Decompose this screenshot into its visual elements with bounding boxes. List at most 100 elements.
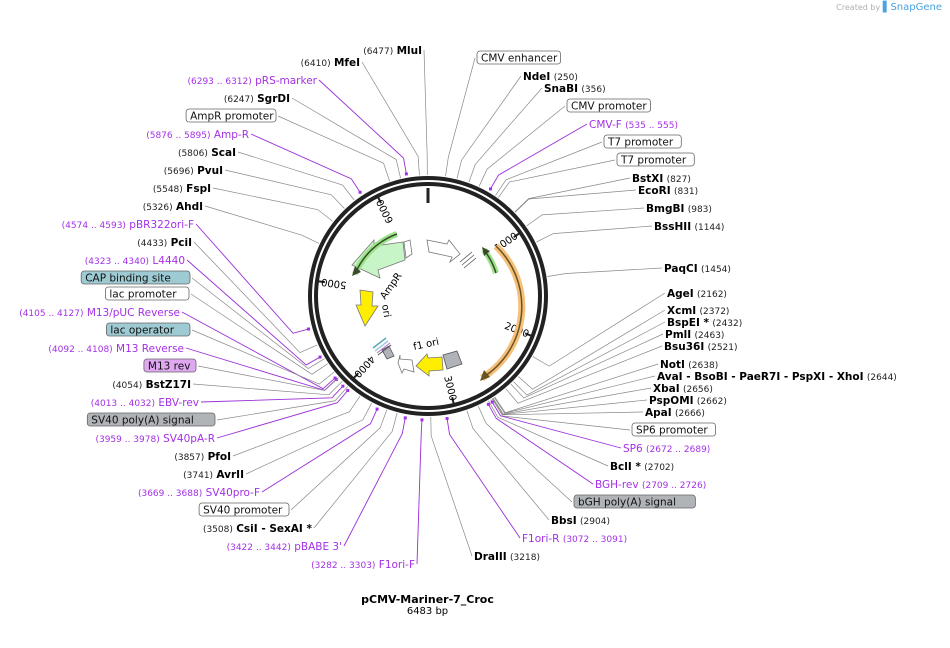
bcli-leader [488, 400, 609, 467]
label-agei[interactable]: AgeI (2162) [667, 288, 727, 300]
bgh-polya-box [442, 350, 463, 370]
t7-promoter-1-text: T7 promoter [607, 137, 674, 149]
cmv-enhancer-text: CMV enhancer [481, 53, 558, 65]
label-sp6[interactable]: SP6 (2672 .. 2689) [623, 443, 710, 455]
label-m13-rev[interactable]: M13 rev [143, 358, 197, 373]
label-bbsi[interactable]: BbsI (2904) [551, 515, 610, 527]
label-noti[interactable]: NotI (2638) [660, 359, 718, 371]
label-draiii[interactable]: DraIII (3218) [474, 551, 540, 563]
label-paqci[interactable]: PaqCI (1454) [664, 263, 731, 275]
ndei-leader [456, 75, 522, 179]
label-scai[interactable]: (5806) ScaI [178, 147, 236, 159]
label-bspei[interactable]: BspEI * (2432) [667, 317, 742, 329]
label-lac-promoter[interactable]: lac promoter [105, 286, 190, 301]
label-sgrdi[interactable]: (6247) SgrDI [224, 93, 290, 105]
snabi-name: SnaBI [544, 83, 578, 95]
label-fspi[interactable]: (5548) FspI [153, 183, 211, 195]
label-pspomi[interactable]: PspOMI (2662) [649, 395, 727, 407]
label-cap-binding-site[interactable]: CAP binding site [80, 270, 191, 285]
label-ampr-promoter[interactable]: AmpR promoter [185, 108, 277, 123]
ecori-position: (831) [674, 187, 698, 197]
t7-promoter-2-leader [498, 159, 616, 198]
label-bcli[interactable]: BclI * (2702) [610, 461, 674, 473]
label-avrii[interactable]: (3741) AvrII [183, 469, 244, 481]
cmv-f-position: (535 .. 555) [625, 121, 678, 131]
label-bsshii[interactable]: BssHII (1144) [654, 221, 724, 233]
paqci-name: PaqCI [664, 263, 698, 275]
svg-text:(5696) PvuI: (5696) PvuI [164, 165, 223, 177]
label-cmv-promoter[interactable]: CMV promoter [566, 98, 651, 113]
bgh-rev-name: BGH-rev [595, 479, 639, 491]
label-xcmi[interactable]: XcmI (2372) [667, 305, 729, 317]
sv40pro-f-name: SV40pro-F [206, 487, 260, 499]
label-mlui[interactable]: (6477) MluI [363, 45, 422, 57]
plasmid-backbone [308, 176, 548, 416]
label-csii-sexai[interactable]: (3508) CsiI - SexAI * [203, 523, 313, 535]
label-pvui[interactable]: (5696) PvuI [164, 165, 223, 177]
sv40pa-r-leader [216, 390, 349, 439]
label-bgh-rev[interactable]: BGH-rev (2709 .. 2726) [595, 479, 706, 491]
label-snabi[interactable]: SnaBI (356) [544, 83, 606, 95]
label-bstxi[interactable]: BstXI (827) [632, 173, 691, 185]
label-sv40pa-r[interactable]: (3959 .. 3978) SV40pA-R [95, 433, 215, 445]
bgh-rev-leader [487, 404, 594, 485]
label-l4440[interactable]: (4323 .. 4340) L4440 [85, 255, 185, 267]
label-m13-puc-reverse[interactable]: (4105 .. 4127) M13/pUC Reverse [19, 307, 180, 319]
sp6-leader [491, 401, 622, 449]
pmli-leader [510, 333, 664, 399]
label-f1ori-r[interactable]: F1ori-R (3072 .. 3091) [522, 533, 627, 545]
scai-position: (5806) [178, 149, 208, 159]
label-ahdi[interactable]: (5326) AhdI [143, 201, 203, 213]
sv40pro-f-position: (3669 .. 3688) [138, 489, 202, 499]
label-pbr322ori-f[interactable]: (4574 .. 4593) pBR322ori-F [62, 219, 194, 231]
label-bgh-polya[interactable]: bGH poly(A) signal [573, 494, 696, 509]
t7-promoter-2-box [616, 152, 695, 167]
f1-ori-arrow[interactable] [415, 353, 444, 377]
label-cmv-enhancer[interactable]: CMV enhancer [476, 50, 561, 65]
label-pmli[interactable]: PmlI (2463) [665, 329, 724, 341]
label-ebv-rev[interactable]: (4013 .. 4032) EBV-rev [91, 397, 199, 409]
label-bstz17i[interactable]: (4054) BstZ17I [112, 379, 191, 391]
label-pcii[interactable]: (4433) PciI [137, 237, 192, 249]
label-f1ori-f[interactable]: (3282 .. 3303) F1ori-F [311, 559, 415, 571]
mfei-position: (6410) [301, 59, 331, 69]
snapgene-logo-icon: ▌ [882, 2, 891, 13]
label-t7-promoter-2[interactable]: T7 promoter [616, 152, 695, 167]
label-sv40-promoter[interactable]: SV40 promoter [198, 502, 290, 517]
label-sv40-polya[interactable]: SV40 poly(A) signal [86, 412, 216, 427]
label-ecori[interactable]: EcoRI (831) [638, 185, 698, 197]
svg-text:(5806) ScaI: (5806) ScaI [178, 147, 236, 159]
feature-arrows: AmpR ori f1 ori [351, 231, 526, 381]
label-t7-promoter-1[interactable]: T7 promoter [603, 134, 682, 149]
pbabe-3-name: pBABE 3' [294, 541, 342, 553]
label-bsu36i[interactable]: Bsu36I (2521) [664, 341, 738, 353]
label-avai-group[interactable]: AvaI - BsoBI - PaeR7I - PspXI - XhoI (26… [657, 371, 897, 383]
label-xbai[interactable]: XbaI (2656) [653, 383, 713, 395]
label-cmv-f[interactable]: CMV-F (535 .. 555) [589, 119, 678, 131]
label-amp-r[interactable]: (5876 .. 5895) Amp-R [146, 129, 249, 141]
ori-arrow[interactable] [355, 289, 379, 327]
xcmi-position: (2372) [700, 307, 730, 317]
label-bmgbi[interactable]: BmgBI (983) [646, 203, 712, 215]
svg-text:(3959 .. 3978) SV40pA-R: (3959 .. 3978) SV40pA-R [95, 433, 215, 445]
label-lac-operator[interactable]: lac operator [106, 322, 191, 337]
cmv-arrow[interactable] [426, 239, 461, 264]
label-pbabe-3[interactable]: (3422 .. 3442) pBABE 3' [227, 541, 342, 553]
label-mfei[interactable]: (6410) MfeI [301, 57, 360, 69]
label-ndei[interactable]: NdeI (250) [523, 71, 578, 83]
avai-group-name: AvaI - BsoBI - PaeR7I - PspXI - XhoI [657, 371, 864, 383]
label-m13-reverse[interactable]: (4092 .. 4108) M13 Reverse [48, 343, 184, 355]
label-sp6-promoter[interactable]: SP6 promoter [631, 422, 716, 437]
bspei-name: BspEI * [667, 317, 710, 329]
label-prs-marker[interactable]: (6293 .. 6312) pRS-marker [187, 75, 317, 87]
svg-text:(4092 .. 4108) M13 Reverse: (4092 .. 4108) M13 Reverse [48, 343, 184, 355]
label-pfoi[interactable]: (3857) PfoI [174, 451, 231, 463]
bspei-leader [513, 321, 666, 396]
svg-text:BmgBI (983): BmgBI (983) [646, 203, 712, 215]
svg-text:(4013 .. 4032) EBV-rev: (4013 .. 4032) EBV-rev [91, 397, 199, 409]
transposase-orf-arc[interactable] [480, 243, 526, 381]
label-apai[interactable]: ApaI (2666) [645, 407, 705, 419]
xbai-leader [492, 387, 652, 415]
ecori-leader [515, 189, 637, 213]
label-sv40pro-f[interactable]: (3669 .. 3688) SV40pro-F [138, 487, 260, 499]
